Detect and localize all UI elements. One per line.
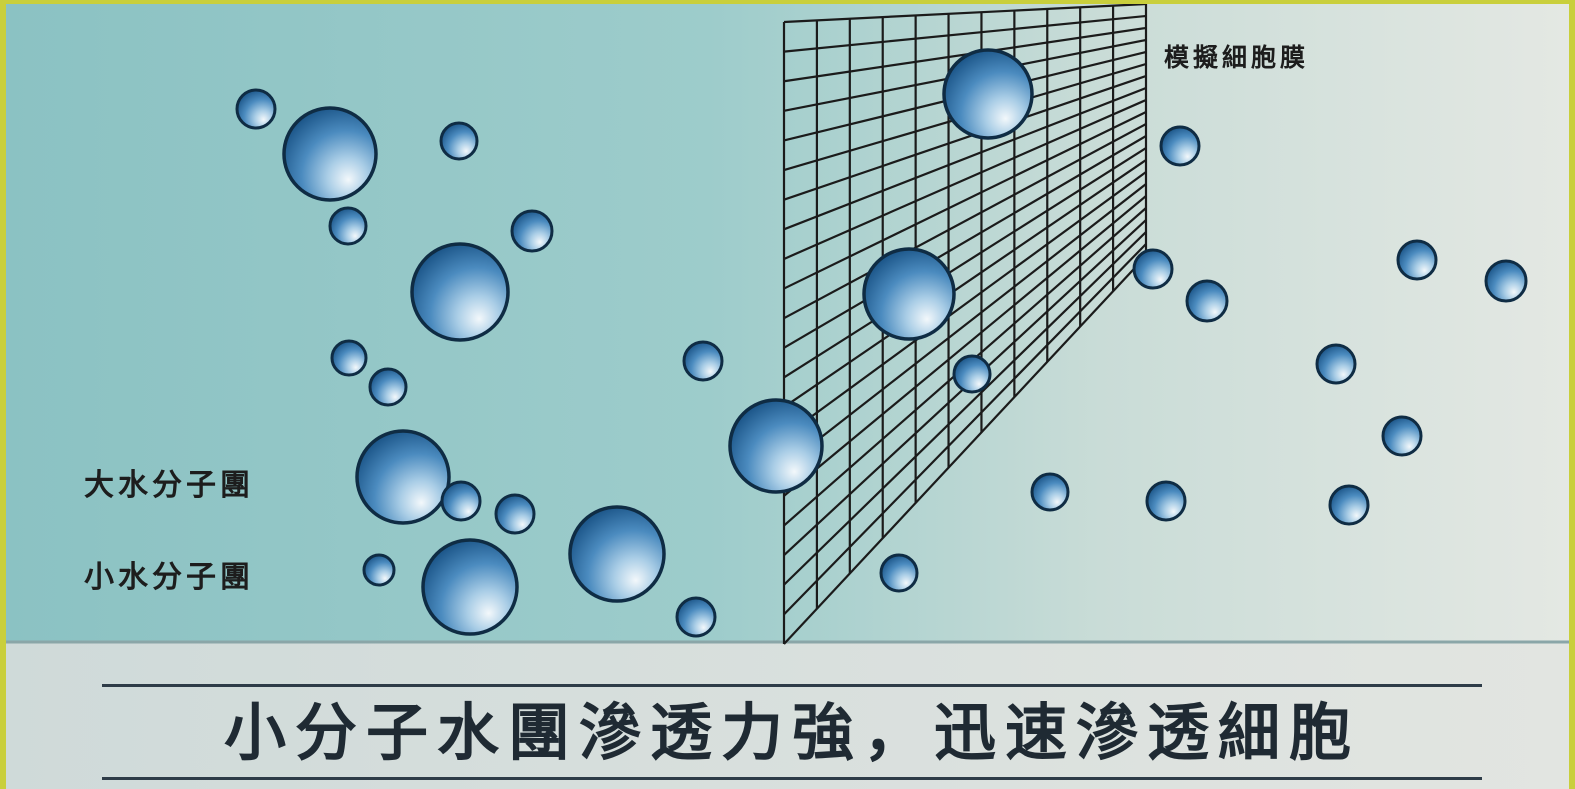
large-water-droplet-icon xyxy=(282,106,378,202)
diagram-canvas xyxy=(6,4,1569,789)
large-water-droplet-icon xyxy=(942,48,1034,140)
large-water-droplet-icon xyxy=(421,538,519,636)
small-water-droplet-icon xyxy=(1328,484,1370,526)
membrane-mesh-line xyxy=(783,14,1147,53)
membrane-label: 模擬細胞膜 xyxy=(1164,43,1310,72)
membrane-mesh-line xyxy=(783,255,1147,645)
small-water-droplet-icon xyxy=(1396,239,1438,281)
small-water-droplet-icon xyxy=(1381,415,1423,457)
small-water-droplet-icon xyxy=(675,596,717,638)
membrane-mesh-line xyxy=(783,171,1147,438)
membrane-mesh-line xyxy=(783,147,1147,379)
small-water-droplet-icon xyxy=(1159,125,1201,167)
membrane-mesh-line xyxy=(783,74,1147,201)
small-water-droplet-icon xyxy=(235,88,277,130)
small-water-droplet-icon xyxy=(1132,248,1174,290)
small-water-droplet-icon xyxy=(1315,343,1357,385)
membrane-mesh-line xyxy=(783,135,1147,349)
small-water-droplet-icon xyxy=(1145,480,1187,522)
membrane-mesh-line xyxy=(783,86,1147,231)
membrane-mesh-line xyxy=(783,123,1147,320)
small-water-droplet-icon xyxy=(494,493,536,535)
small-water-droplet-icon xyxy=(1030,472,1070,512)
membrane-mesh-line xyxy=(783,111,1147,290)
membrane-mesh-line xyxy=(783,231,1147,586)
small-water-droplet-icon xyxy=(330,339,368,377)
membrane-mesh-line xyxy=(783,243,1147,616)
diagram-frame: 模擬細胞膜 大水分子團 小水分子團 小分子水團滲透力強，迅速滲透細胞 xyxy=(6,4,1569,789)
membrane-mesh-line xyxy=(783,159,1147,408)
small-water-droplet-icon xyxy=(1185,279,1229,323)
small-water-droplet-icon xyxy=(879,553,919,593)
membrane-mesh-line xyxy=(783,4,1147,24)
large-water-droplet-icon xyxy=(862,247,956,341)
small-water-droplet-icon xyxy=(440,480,482,522)
caption-text: 小分子水團滲透力強，迅速滲透細胞 xyxy=(223,696,1360,769)
small-water-droplet-icon xyxy=(368,367,408,407)
small-cluster-label: 小水分子團 xyxy=(84,560,254,595)
small-water-droplet-icon xyxy=(1484,259,1528,303)
caption-banner: 小分子水團滲透力強，迅速滲透細胞 xyxy=(102,684,1482,780)
small-water-droplet-icon xyxy=(362,553,396,587)
membrane-mesh-line xyxy=(783,195,1147,497)
large-water-droplet-icon xyxy=(728,398,824,494)
small-water-droplet-icon xyxy=(952,354,992,394)
large-water-droplet-icon xyxy=(410,242,510,342)
large-cluster-label: 大水分子團 xyxy=(84,468,254,503)
small-water-droplet-icon xyxy=(328,206,368,246)
water-droplets xyxy=(235,48,1528,638)
small-water-droplet-icon xyxy=(682,340,724,382)
small-water-droplet-icon xyxy=(439,121,479,161)
large-water-droplet-icon xyxy=(355,429,451,525)
membrane-mesh-line xyxy=(783,98,1147,260)
membrane-mesh-line xyxy=(783,183,1147,468)
large-water-droplet-icon xyxy=(568,505,666,603)
small-water-droplet-icon xyxy=(510,209,554,253)
